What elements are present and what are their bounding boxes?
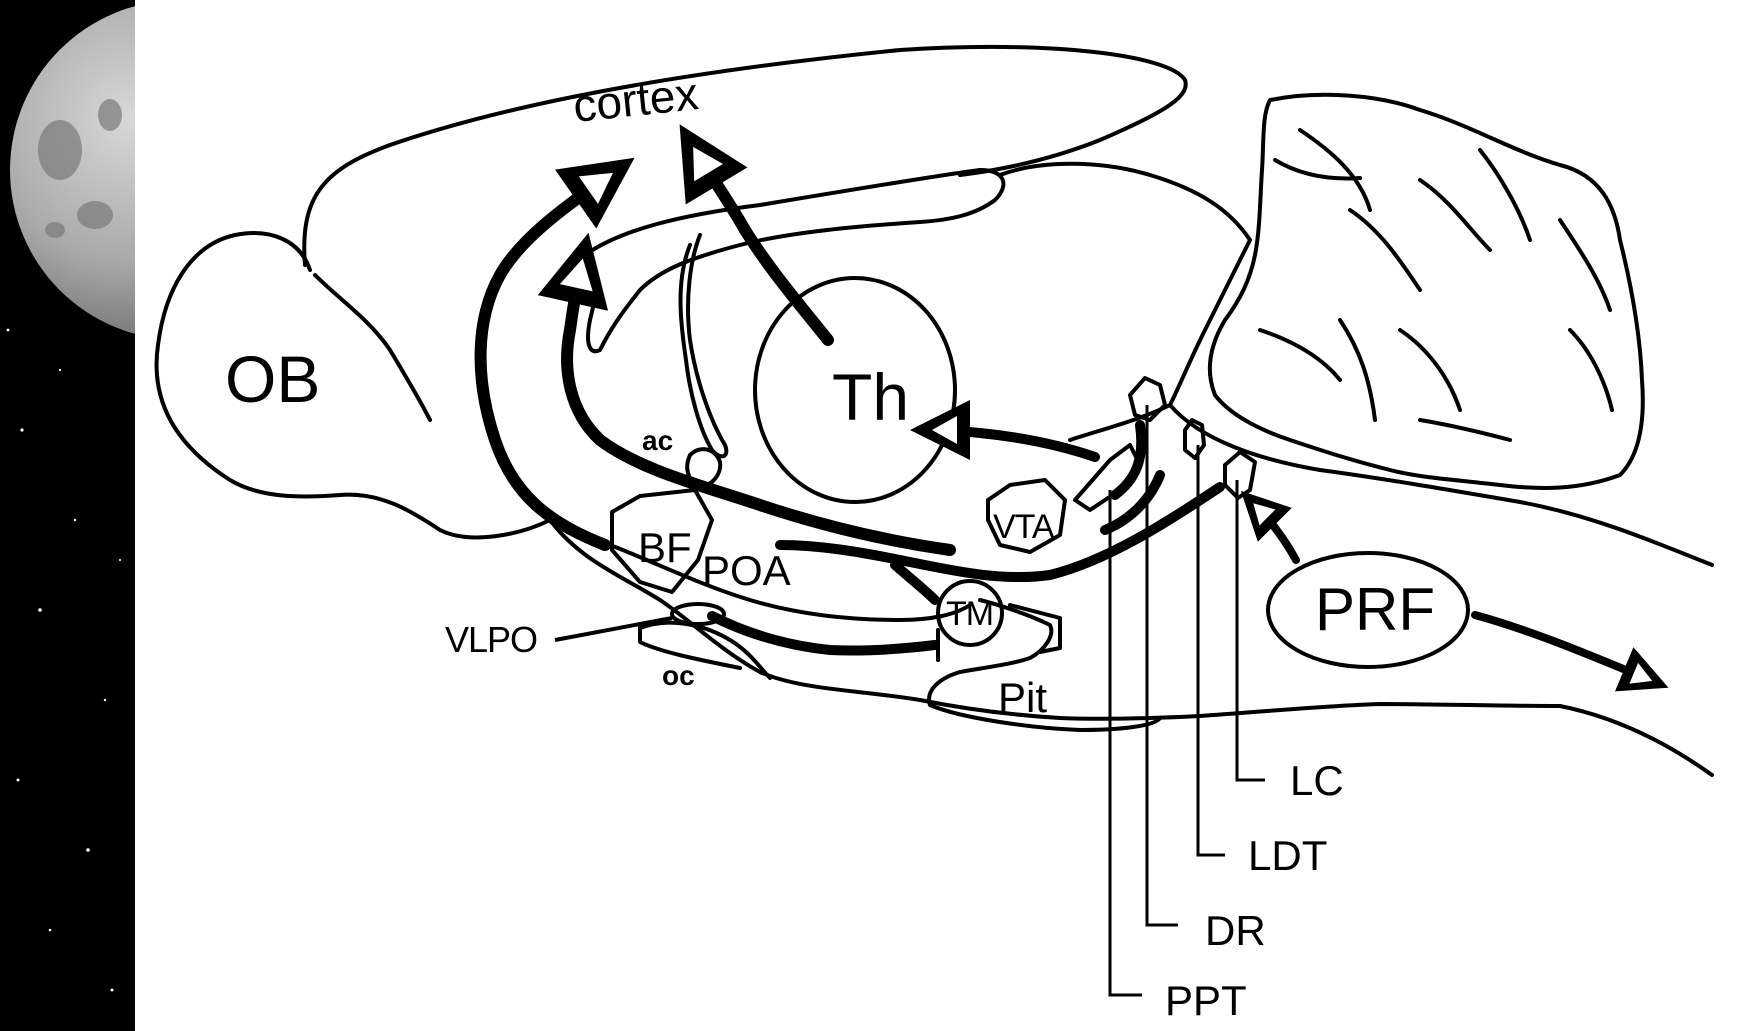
label-oc: oc bbox=[662, 660, 695, 691]
cerebellum-outline bbox=[1210, 95, 1643, 488]
pathway-prf-to-spinal-cord bbox=[1475, 615, 1650, 680]
label-bf: BF bbox=[638, 524, 692, 571]
leader-line-lc bbox=[1237, 480, 1265, 780]
label-ob: OB bbox=[225, 342, 320, 416]
leader-line-ppt bbox=[1110, 490, 1142, 995]
label-lc: LC bbox=[1290, 757, 1344, 804]
label-ppt: PPT bbox=[1165, 977, 1247, 1024]
pathway-bf-to-cortex bbox=[481, 175, 610, 545]
label-ldt: LDT bbox=[1248, 832, 1327, 879]
label-prf: PRF bbox=[1315, 576, 1435, 643]
label-vta: VTA bbox=[993, 508, 1055, 546]
label-dr: DR bbox=[1205, 907, 1266, 954]
olfactory-bulb-outline bbox=[157, 233, 550, 537]
corpus-callosum bbox=[585, 170, 1003, 351]
cerebellum-folia bbox=[1260, 130, 1612, 440]
label-cortex: cortex bbox=[571, 67, 701, 132]
leader-line-ldt bbox=[1198, 445, 1225, 855]
label-poa: POA bbox=[702, 547, 791, 594]
label-pit: Pit bbox=[998, 674, 1047, 721]
label-th: Th bbox=[832, 360, 909, 434]
midbrain-outline bbox=[1000, 164, 1250, 440]
lc-nucleus bbox=[1225, 452, 1255, 498]
pathway-thalamus-to-cortex bbox=[695, 150, 828, 340]
pathway-prf-to-lc bbox=[1255, 505, 1296, 560]
label-ac: ac bbox=[642, 425, 673, 456]
pathway-brainstem-to-thalamus bbox=[935, 430, 1095, 457]
fornix bbox=[681, 235, 727, 456]
label-vlpo: VLPO bbox=[445, 619, 537, 660]
vlpo-pointer-line bbox=[555, 618, 672, 640]
label-tm: TM bbox=[946, 595, 993, 633]
olfactory-bulb-inner bbox=[315, 275, 430, 420]
